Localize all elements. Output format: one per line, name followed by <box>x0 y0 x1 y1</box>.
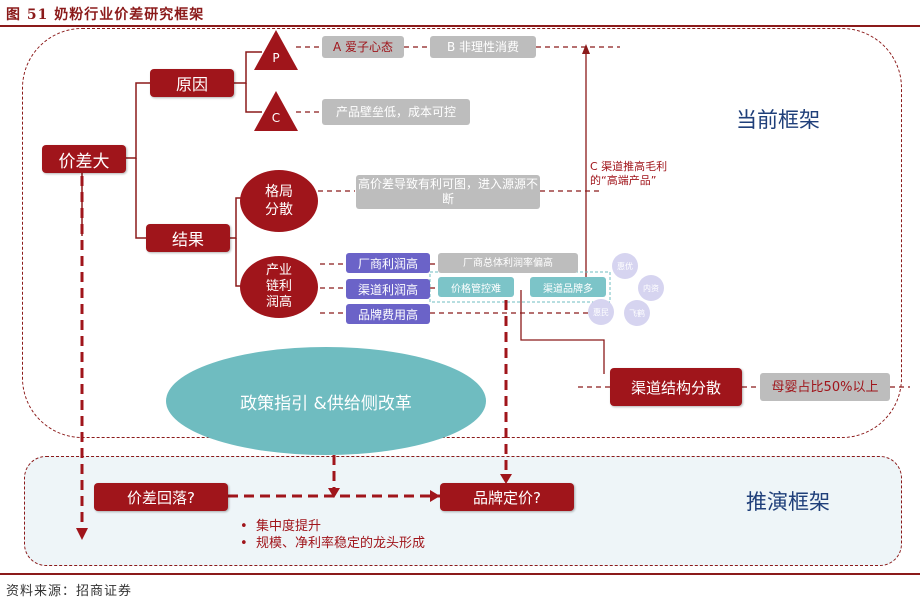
bullet-dot: • <box>240 519 256 534</box>
p-label: P <box>272 51 280 65</box>
top-rule <box>0 25 920 27</box>
price-gap-node: 价差大 <box>42 145 126 173</box>
c-triangle <box>254 91 298 131</box>
bubble-feihe: 飞鹤 <box>624 300 650 326</box>
deduce-framework-frame <box>24 456 902 566</box>
bubble-neizi: 内资 <box>638 275 664 301</box>
low-barrier-box: 产品壁垒低，成本可控 <box>322 99 470 125</box>
chain-circle: 产业 链利 润高 <box>240 256 318 318</box>
irrational-box: B 非理性消费 <box>430 36 536 58</box>
bullet-text: 集中度提升 <box>255 519 321 534</box>
high-gap-box: 高价差导致有利可图，进入源源不断 <box>356 175 540 209</box>
love-box: A 爱子心态 <box>322 36 404 58</box>
current-framework-label: 当前框架 <box>736 108 820 132</box>
mother-baby-box: 母婴占比50%以上 <box>760 373 890 401</box>
figure-title: 图 51 奶粉行业价差研究框架 <box>6 7 205 23</box>
result-node: 结果 <box>146 224 230 252</box>
bullet-leaders: • 规模、净利率稳定的龙头形成 <box>240 532 425 551</box>
line-gap-to-result <box>135 158 146 239</box>
channel-brands-box: 渠道品牌多 <box>530 277 606 297</box>
maker-total-box: 厂商总体利润率偏高 <box>438 253 578 273</box>
bubble-huiyou: 惠优 <box>612 253 638 279</box>
line-gap-to-reason <box>126 82 150 159</box>
policy-ellipse: 政策指引 &供给侧改革 <box>166 347 486 455</box>
bubble-huimin: 惠民 <box>588 299 614 325</box>
channel-profit-box: 渠道利润高 <box>346 279 430 299</box>
current-framework-frame <box>22 28 902 438</box>
bottom-rule <box>0 573 920 575</box>
brand-price-node: 品牌定价? <box>440 483 574 511</box>
source-note: 资料来源：招商证券 <box>6 584 133 599</box>
channel-struct-node: 渠道结构分散 <box>610 368 742 406</box>
deduce-framework-label: 推演框架 <box>746 490 830 514</box>
bullet-concentration: • 集中度提升 <box>240 515 321 534</box>
channel-note: C 渠道推高毛利的“高端产品” <box>590 160 668 187</box>
bullet-text: 规模、净利率稳定的龙头形成 <box>255 536 425 551</box>
c-label: C <box>271 111 281 125</box>
reason-node: 原因 <box>150 69 234 97</box>
brand-cost-box: 品牌费用高 <box>346 304 430 324</box>
p-triangle <box>254 30 298 70</box>
price-control-box: 价格管控难 <box>438 277 514 297</box>
gap-fall-node: 价差回落? <box>94 483 228 511</box>
pattern-circle: 格局 分散 <box>240 170 318 232</box>
line-result-to-pattern <box>230 197 242 239</box>
bullet-dot: • <box>240 536 256 551</box>
maker-profit-box: 厂商利润高 <box>346 253 430 273</box>
